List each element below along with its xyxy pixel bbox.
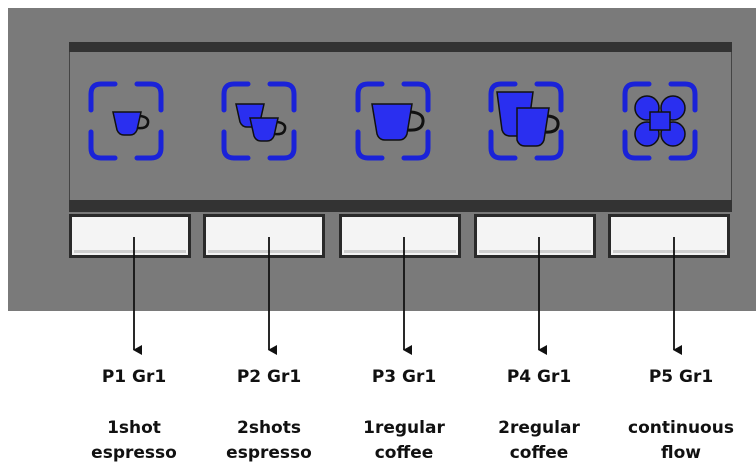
program-button-p2[interactable] — [203, 214, 325, 258]
description-line1: 2shots — [237, 418, 301, 438]
description-p2: 2shots espresso — [199, 416, 339, 466]
program-label-p3: P3 Gr1 — [371, 367, 437, 387]
program-label-p1: P1 Gr1 — [101, 367, 167, 387]
panel-top-trim — [69, 42, 732, 52]
two-large-cups-icon — [488, 81, 564, 161]
program-button-p4[interactable] — [474, 214, 596, 258]
description-line2: coffee — [509, 443, 569, 463]
description-p1: 1shot espresso — [64, 416, 204, 466]
description-p3: 1regular coffee — [334, 416, 474, 466]
description-line2: flow — [661, 443, 701, 463]
two-cups-icon — [221, 81, 297, 161]
panel-bottom-trim — [69, 200, 732, 212]
program-button-p5[interactable] — [608, 214, 730, 258]
description-p4: 2regular coffee — [469, 416, 609, 466]
program-label-p4: P4 Gr1 — [506, 367, 572, 387]
description-line1: 1regular — [363, 418, 445, 438]
description-line2: espresso — [91, 443, 177, 463]
description-line1: 1shot — [107, 418, 161, 438]
description-line2: espresso — [226, 443, 312, 463]
program-button-p3[interactable] — [339, 214, 461, 258]
continuous-flow-icon — [622, 81, 698, 161]
program-label-p2: P2 Gr1 — [236, 367, 302, 387]
description-line2: coffee — [374, 443, 434, 463]
description-p5: continuous flow — [611, 416, 751, 466]
large-cup-icon — [355, 81, 431, 161]
description-line1: 2regular — [498, 418, 580, 438]
program-button-p1[interactable] — [69, 214, 191, 258]
description-line1: continuous — [628, 418, 734, 438]
program-label-p5: P5 Gr1 — [648, 367, 714, 387]
single-cup-icon — [88, 81, 164, 161]
